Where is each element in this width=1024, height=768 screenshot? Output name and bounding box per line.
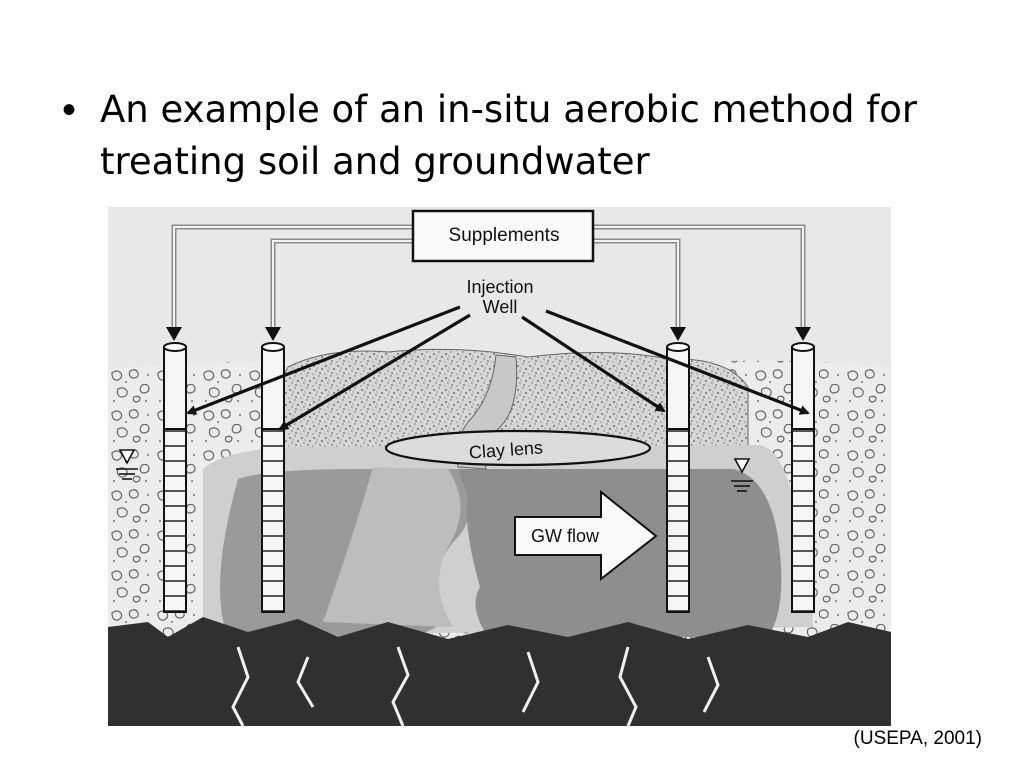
injection-well-1 — [163, 342, 187, 613]
clay-lens — [384, 429, 652, 467]
gw-flow-arrow — [514, 489, 658, 582]
injection-well-3 — [666, 342, 690, 613]
injection-label-line2: Well — [483, 297, 518, 317]
injection-well-4 — [791, 342, 815, 613]
citation: (USEPA, 2001) — [853, 728, 982, 749]
bedrock-fractures — [231, 646, 720, 726]
flow-channel — [323, 467, 461, 627]
injection-pointer-arrows — [186, 305, 810, 431]
supplements-label: Supplements — [449, 225, 560, 246]
bullet-marker: • — [62, 88, 77, 132]
supplements-box — [411, 209, 595, 263]
water-table-symbol-left — [116, 449, 138, 480]
bedrock — [108, 617, 891, 726]
supply-arrowheads — [166, 327, 811, 341]
injection-label-line1: Injection — [466, 277, 533, 297]
water-table-symbol-right — [731, 458, 753, 492]
supply-lines-inner — [173, 226, 804, 327]
in-situ-aerobic-diagram: Clay lens — [108, 207, 891, 726]
bullet-text: An example of an in-situ aerobic method … — [100, 88, 918, 183]
gw-flow-label: GW flow — [531, 526, 600, 546]
injection-well-2 — [261, 342, 285, 613]
